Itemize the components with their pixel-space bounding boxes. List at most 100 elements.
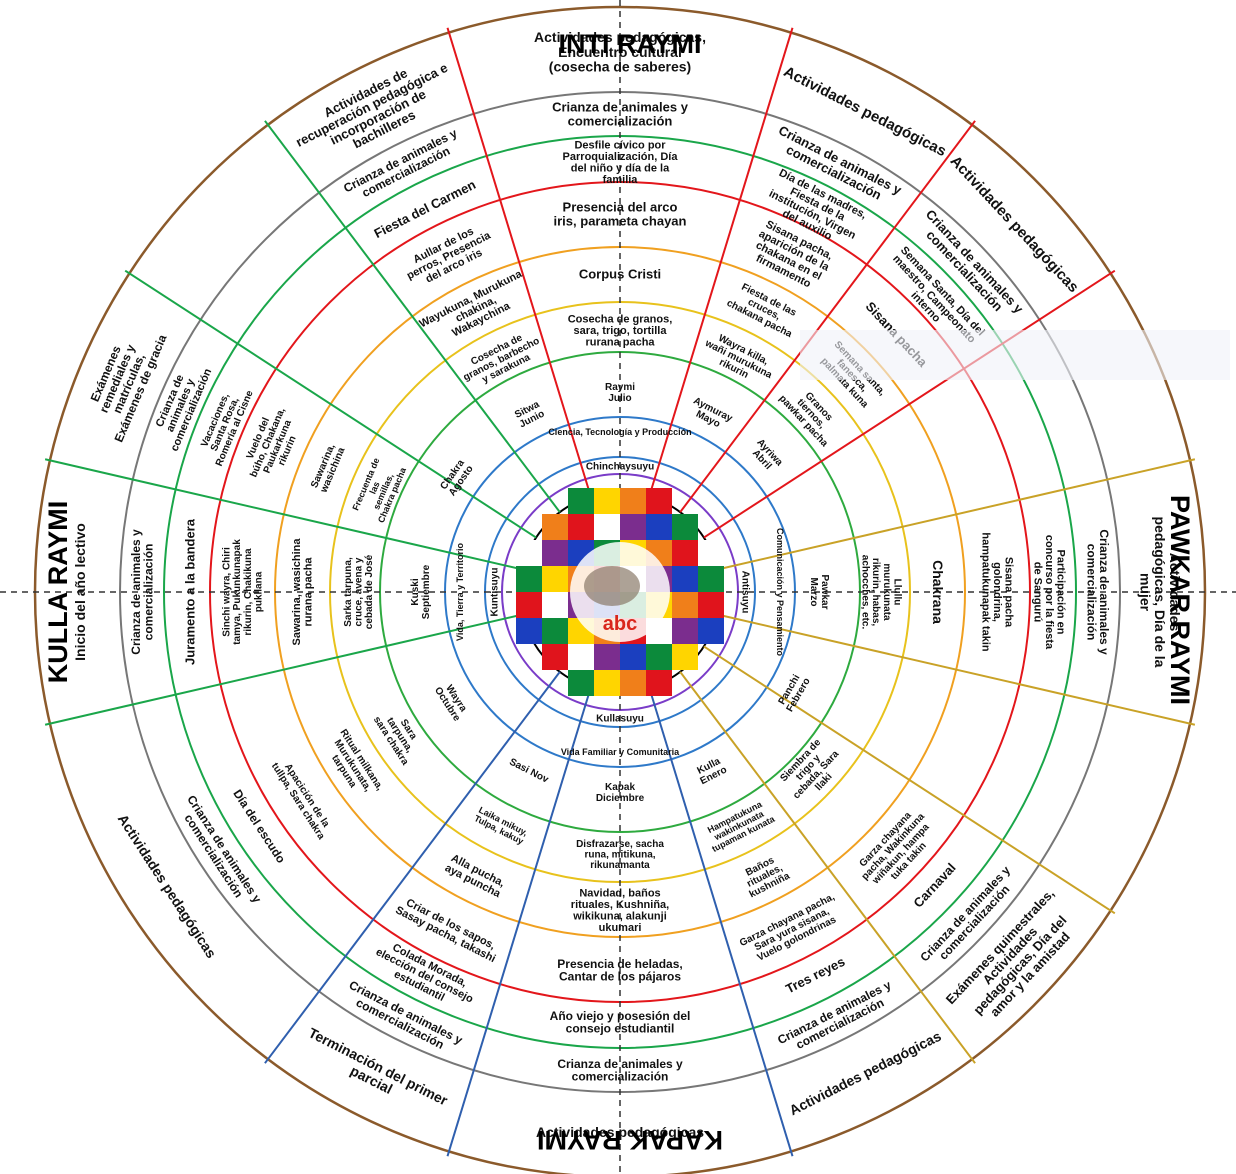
- sector-text-oct_ritual: Ritual milkana,Murukunata,tarpuna: [320, 727, 385, 804]
- spoke-line: [446, 687, 592, 1157]
- month-label: SitwaJunio: [513, 399, 547, 430]
- month-label: Sasi Nov: [507, 757, 550, 786]
- season-bottom: KAPAK RAYMI: [537, 1125, 723, 1155]
- sector-text-jl2_aullar: Aullar de losperros, Presenciadel arco i…: [400, 219, 499, 293]
- wiphala-cell: [542, 514, 568, 540]
- month-label: WayraOctubre: [432, 679, 471, 723]
- wiphala-cell: [698, 618, 724, 644]
- wiphala-cell: [594, 514, 620, 540]
- wiphala-cell: [620, 488, 646, 514]
- month-label: KuskiSeptiembre: [410, 564, 432, 619]
- season-top: INTI RAYMI: [558, 29, 701, 59]
- wiphala-cell: [542, 644, 568, 670]
- month-label: KullaEnero: [694, 755, 729, 787]
- wiphala-cell: [646, 514, 672, 540]
- sector-text-ene_hampa: Hampatukunawakinkunatatupaman kunata: [702, 797, 777, 855]
- wiphala-cell: [620, 644, 646, 670]
- wiphala-cell: [594, 670, 620, 696]
- wiphala-cell: [516, 540, 542, 566]
- wiphala-cell: [594, 644, 620, 670]
- wiphala-cell: [620, 670, 646, 696]
- wiphala-cell: [672, 592, 698, 618]
- wiphala-cell: [542, 618, 568, 644]
- wiphala-cell: [672, 540, 698, 566]
- watermark-overlay: [800, 330, 1230, 380]
- sector-text-mar_act: Actividadespedagógicas, Día de lamujer: [1137, 517, 1182, 668]
- sector-text-dic_act: Actividades pedagógicas: [536, 1124, 704, 1140]
- wiphala-cell: [542, 540, 568, 566]
- logo-text: abc: [603, 613, 637, 635]
- sector-text-sep_sawarina: Sawarina, wasichinarurana pacha: [291, 538, 315, 646]
- wiphala-cell: [646, 670, 672, 696]
- sector-text-feb_carnaval: Carnaval: [910, 860, 958, 910]
- sector-text-mar_part: Participación enconcurso por la fiestade…: [1032, 535, 1067, 650]
- wiphala-cell: [516, 592, 542, 618]
- spoke-line: [648, 687, 794, 1157]
- wiphala-cell: [672, 566, 698, 592]
- sector-text-jun_fiesta: Fiesta de lascruces,chakana pacha: [725, 279, 804, 340]
- sector-text-feb_siembra: Siembra detrigo ycebada, Sarallaki: [776, 734, 850, 809]
- spoke-line: [648, 27, 794, 497]
- suyu-label: Kuntisuyu: [490, 568, 501, 617]
- sector-text-mar_llullu: Llullumurukunatarikurin, habas,achocches…: [860, 555, 903, 630]
- area-label: Vida Familiar y Comunitaria: [561, 747, 680, 757]
- spoke-line: [446, 27, 592, 497]
- sector-text-may_granos: Granostiernos,pawkar pacha: [777, 379, 846, 450]
- wiphala-cell: [698, 592, 724, 618]
- sector-text-sep_crianza: Crianza de animales ycomercialización: [129, 529, 156, 655]
- wiphala-cell: [646, 488, 672, 514]
- spokes-group: [44, 27, 1196, 1157]
- wiphala-cell: [542, 566, 568, 592]
- wiphala-cell: [672, 644, 698, 670]
- wiphala-cell: [568, 670, 594, 696]
- sector-text-mar_crianza: Crianza de animales ycomercialización: [1085, 529, 1112, 655]
- sector-text-ago_sawarina: Sawarina,wasichina: [309, 441, 348, 495]
- suyu-label: Antisuyu: [740, 571, 751, 614]
- center-logo: abc: [570, 542, 670, 642]
- wiphala-cell: [620, 514, 646, 540]
- spoke-line: [679, 671, 976, 1064]
- wiphala-cell: [594, 488, 620, 514]
- sector-text-mar_sisana: Sisana pachagolondrina,hampatukunapak ta…: [980, 532, 1015, 651]
- spoke-line: [717, 458, 1196, 571]
- wiphala-cell: [646, 644, 672, 670]
- wiphala-cell: [568, 644, 594, 670]
- sector-text-ene_garza: Garza chayana pacha,Sara yura sisana,Vue…: [738, 891, 846, 967]
- sector-text-oct_escudo: Día del escudo: [230, 787, 288, 866]
- wiphala-cell: [698, 540, 724, 566]
- wiphala-cell: [672, 514, 698, 540]
- sector-text-jun_wayra: Wayra killa,wañi murukunarikurin: [698, 328, 779, 390]
- season-left: KULLA RAYMI: [43, 501, 73, 684]
- month-label: AymurayMayo: [687, 395, 735, 434]
- wiphala-cell: [568, 514, 594, 540]
- suyu-label: Kullasuyu: [596, 714, 644, 725]
- sector-text-oct_apacion: Apacición de latullpa, Sara chakra: [269, 755, 336, 842]
- area-label: Vida, Tierra y Territorio: [455, 542, 465, 641]
- wiphala-cell: [516, 566, 542, 592]
- sector-text-jul_corpus: Corpus Cristi: [579, 267, 661, 282]
- spoke-line: [124, 269, 537, 539]
- month-label: ChakraAgosto: [438, 457, 476, 498]
- area-label: Ciencia, Tecnología y Producción: [548, 427, 691, 437]
- sector-text-ene_banos: Bañosrituales,kushniña: [738, 852, 792, 901]
- sector-text-jul_activities: Actividades pedagógicas,Encuentro cultur…: [534, 29, 706, 74]
- month-label: AyriwaAbril: [747, 437, 785, 476]
- wiphala-cell: [516, 618, 542, 644]
- spoke-line: [703, 269, 1116, 539]
- month-label: PawkarMarzo: [808, 574, 830, 609]
- wiphala-cell: [672, 618, 698, 644]
- sector-text-sep_act: Inicio del año lectivo: [72, 523, 88, 661]
- spoke-line: [703, 645, 1116, 915]
- season-right: PAWKAR RAYMI: [1165, 495, 1195, 705]
- seasons-group: INTI RAYMI PAWKAR RAYMI KAPAK RAYMI KULLA R…: [43, 29, 1195, 1155]
- spoke-line: [264, 120, 561, 513]
- suyu-label: Chinchaysuyu: [586, 462, 654, 473]
- sector-text-ago_vuelo: Vuelo delbúho, Chakana,Paukarkunarikurin: [239, 402, 307, 487]
